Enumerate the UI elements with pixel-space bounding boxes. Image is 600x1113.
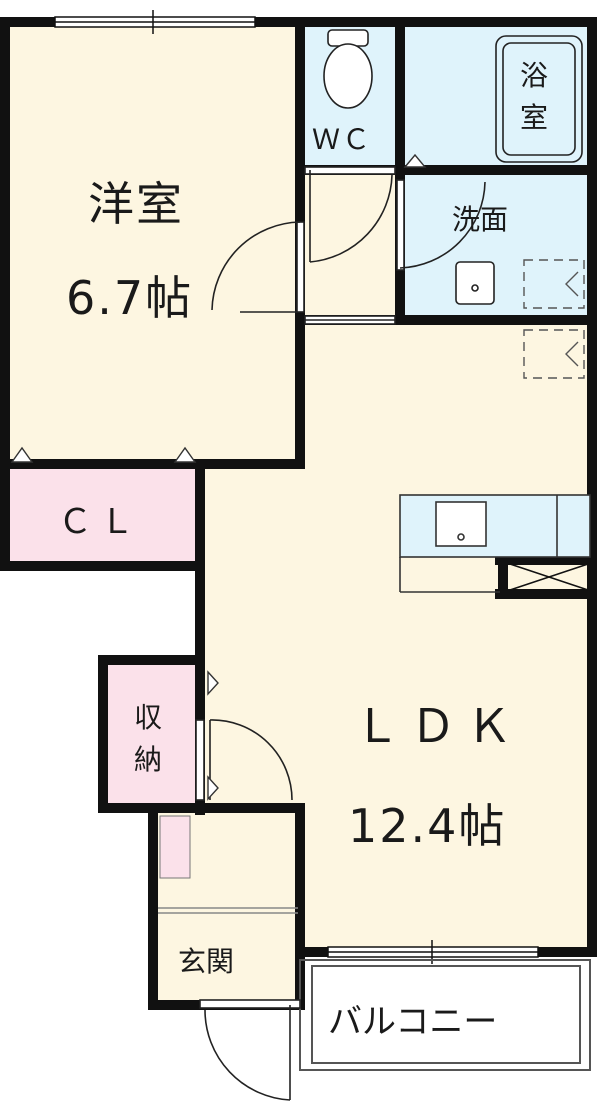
doors [158,166,486,1101]
storage-label-line2: 納 [134,743,163,776]
ldk-size: 12.4帖 [348,799,507,853]
bath-floor [400,26,590,170]
balcony-label: バルコニー [328,1002,498,1042]
window-top [54,10,256,34]
storage-label-line1: 収 [134,701,163,734]
closet-floor [10,464,200,564]
bathtub [495,35,583,163]
washroom-label: 洗面 [452,203,509,236]
wash-basin [455,261,495,305]
kitchen-counter [399,494,591,593]
hall-floor [300,170,400,320]
ldk-label: ＬＤＫ [354,699,522,753]
shoe-cabinet [159,815,191,879]
western-room-name: 洋室 [88,177,184,231]
bath-label-line1: 浴 [520,59,549,92]
wc-label: ＷＣ [312,123,373,156]
entrance-label: 玄関 [178,945,235,978]
washer-space [523,259,585,379]
refrigerator-space [509,563,589,591]
washer-chevrons [565,271,579,367]
bath-label-line2: 室 [520,101,549,134]
western-room-size: 6.7帖 [66,271,194,325]
closet-door-markers [10,153,427,801]
washroom-floor [400,170,590,320]
storage-floor [100,660,200,810]
toilet [323,29,373,109]
closet-label: ＣＬ [58,502,142,542]
balcony [299,959,591,1071]
